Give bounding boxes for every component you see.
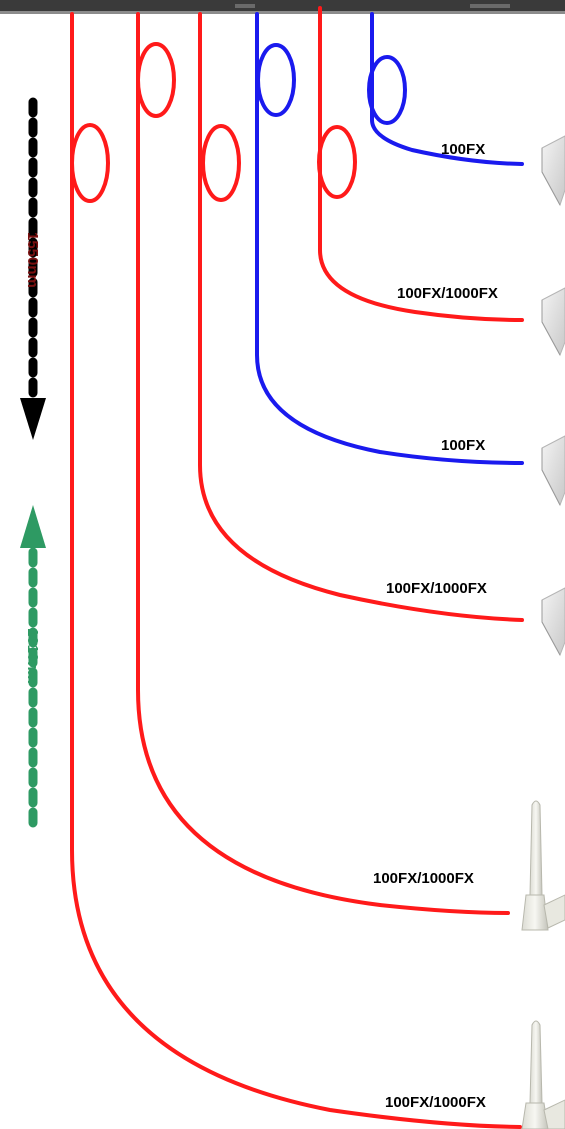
- media-converter-icon: [541, 435, 565, 507]
- fiber-label-3: 100FX: [441, 437, 485, 454]
- fiber-label-6: 100FX/1000FX: [385, 1094, 486, 1111]
- fiber-line-4: [198, 12, 524, 622]
- fiber-coil-icon: [367, 55, 407, 125]
- fiber-coil-icon: [136, 42, 176, 118]
- upstream-arrow: [20, 505, 46, 831]
- fiber-label-4: 100FX/1000FX: [386, 580, 487, 597]
- wireless-ap-icon: [521, 1020, 565, 1129]
- downstream-arrow: [20, 97, 46, 440]
- head-end-equipment: [0, 0, 565, 14]
- media-converter-icon: [541, 135, 565, 207]
- downstream-wavelength-label: 1550nm: [24, 232, 41, 288]
- fiber-label-2: 100FX/1000FX: [397, 285, 498, 302]
- media-converter-icon: [541, 587, 565, 657]
- fiber-line-3: [255, 12, 524, 465]
- media-converter-icon: [541, 287, 565, 357]
- fiber-coil-icon: [201, 124, 241, 202]
- fiber-line-5: [136, 12, 510, 915]
- fiber-coil-icon: [317, 125, 357, 199]
- fiber-label-5: 100FX/1000FX: [373, 870, 474, 887]
- fiber-line-6: [70, 12, 522, 1129]
- fiber-coil-icon: [70, 123, 110, 203]
- wireless-ap-icon: [521, 800, 565, 931]
- fiber-label-1: 100FX: [441, 141, 485, 158]
- fiber-line-1: [370, 12, 524, 166]
- fiber-coil-icon: [256, 43, 296, 117]
- fiber-line-2: [318, 6, 524, 322]
- upstream-wavelength-label: 1310nm: [24, 628, 41, 684]
